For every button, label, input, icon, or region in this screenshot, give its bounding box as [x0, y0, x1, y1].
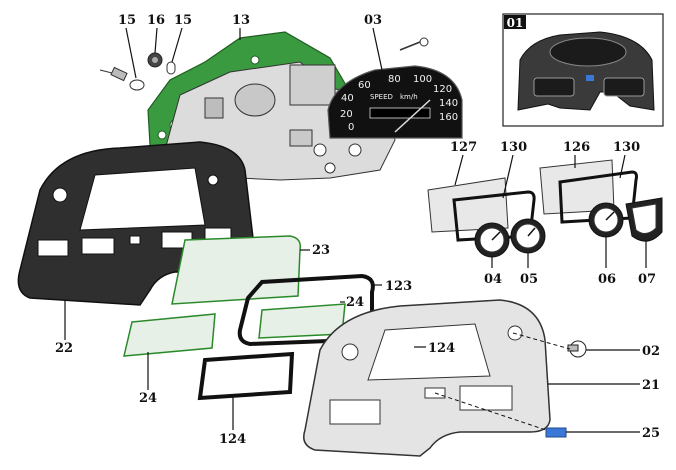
speed-tick-80: 80: [388, 74, 401, 85]
bulb-socket-left: [99, 66, 145, 91]
callouts: 15 16 15 13 03 127 130 126 130 04 05 06 …: [55, 13, 660, 447]
callout-05: 05: [520, 272, 538, 287]
callout-130-right: 130: [613, 140, 640, 155]
gauge-04: [474, 222, 510, 258]
speed-tick-120: 120: [433, 84, 452, 95]
gauge-07: [625, 197, 663, 242]
speed-caption: SPEED: [370, 93, 393, 101]
speed-tick-40: 40: [341, 93, 354, 104]
callout-03: 03: [364, 13, 382, 28]
clear-lens: [171, 235, 302, 305]
callout-24-lower: 24: [139, 391, 157, 406]
callout-16: 16: [147, 13, 165, 28]
callout-124-upper: 124: [428, 341, 455, 356]
screw-02: [567, 340, 587, 358]
bulb-gear: [147, 52, 163, 68]
callout-07: 07: [638, 272, 656, 287]
callout-13: 13: [232, 13, 250, 28]
callout-126: 126: [563, 140, 590, 155]
callout-124-lower: 124: [219, 432, 246, 447]
leader-lines: [64, 27, 647, 433]
speed-tick-60: 60: [358, 80, 371, 91]
callout-130-left: 130: [500, 140, 527, 155]
callout-02: 02: [642, 344, 660, 359]
gauge-06: [588, 202, 624, 238]
gasket-124-lower: [197, 351, 295, 401]
inset-assembled-cluster: 01: [502, 13, 664, 127]
callout-21: 21: [642, 378, 660, 393]
callout-22: 22: [55, 341, 73, 356]
speed-tick-140: 140: [439, 98, 458, 109]
speed-tick-0: 0: [348, 122, 354, 133]
callout-23: 23: [312, 243, 330, 258]
speed-tick-100: 100: [413, 74, 432, 85]
callout-123: 123: [385, 279, 412, 294]
blue-clip-25: [545, 427, 567, 438]
speedometer: 0 20 40 60 80 100 120 140 160 SPEED km/h: [327, 65, 463, 139]
callout-127: 127: [450, 140, 477, 155]
bulb-right: [166, 61, 176, 75]
speed-unit: km/h: [400, 93, 418, 101]
speed-tick-160: 160: [439, 112, 458, 123]
wire-clip: [399, 37, 429, 51]
callout-04: 04: [484, 272, 502, 287]
lens-24-lower: [123, 313, 216, 357]
callout-15-left: 15: [118, 13, 136, 28]
gauge-plates: [427, 159, 638, 242]
inset-badge: 01: [507, 16, 524, 30]
speed-tick-20: 20: [340, 109, 353, 120]
callout-25: 25: [642, 426, 660, 441]
gauge-05: [510, 218, 546, 254]
callout-24-upper: 24: [346, 295, 364, 310]
callout-15-right: 15: [174, 13, 192, 28]
callout-06: 06: [598, 272, 616, 287]
